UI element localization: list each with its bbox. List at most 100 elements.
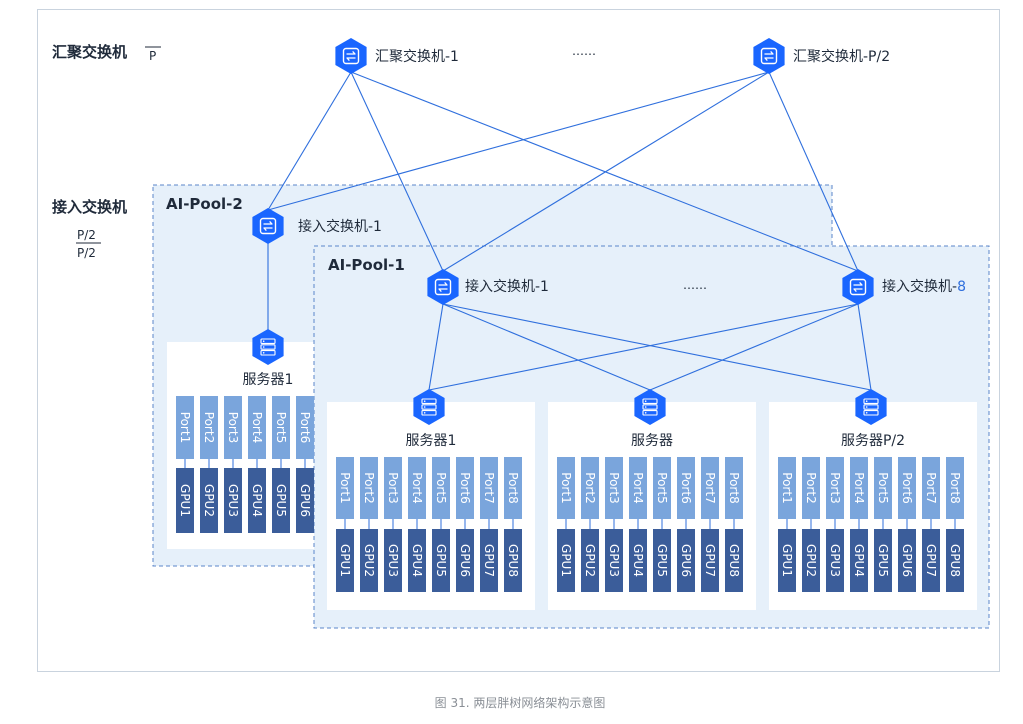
- pool1-s1-gpu-5: [432, 529, 450, 592]
- pool2-server-label: 服务器1: [243, 372, 294, 388]
- pool1-sp2-gpu-label-4: GPU4: [852, 544, 866, 577]
- pool1-smid-port-label-3: Port3: [607, 472, 621, 503]
- link: [442, 303, 651, 391]
- pool1-sp2-port-label-3: Port3: [828, 472, 842, 503]
- pool2-port-4: [248, 396, 266, 459]
- pool1-s1-port-label-7: Port7: [482, 472, 496, 503]
- pool1-s1-port-4: [408, 457, 426, 519]
- access-ratio-den: P/2: [77, 246, 96, 260]
- link: [442, 71, 770, 272]
- pool2-gpu-5: [272, 468, 290, 533]
- access-layer-title: 接入交换机: [52, 198, 127, 216]
- pool2-server-ports: Port1GPU1Port2GPU2Port3GPU3Port4GPU4Port…: [176, 396, 314, 533]
- pool1-s1-port-label-2: Port2: [362, 472, 376, 503]
- pool1-server-p2-ports: Port1GPU1Port2GPU2Port3GPU3Port4GPU4Port…: [778, 457, 964, 592]
- link: [428, 303, 444, 391]
- link: [267, 71, 770, 211]
- pool1-sp2-gpu-2: [802, 529, 820, 592]
- pool2-port-label-2: Port2: [202, 412, 216, 443]
- pool1-smid-port-label-6: Port6: [679, 472, 693, 503]
- pool1-s1-port-label-3: Port3: [386, 472, 400, 503]
- pool1-smid-port-6: [677, 457, 695, 519]
- link: [649, 303, 859, 391]
- pool1-s1-gpu-label-2: GPU2: [362, 544, 376, 577]
- pool1-sp2-port-4: [850, 457, 868, 519]
- pool1-smid-port-5: [653, 457, 671, 519]
- agg-layer-title: 汇聚交换机: [52, 43, 127, 61]
- pool1-s1-port-label-8: Port8: [506, 472, 520, 503]
- agg-switch-1-label: 汇聚交换机-1: [375, 48, 459, 65]
- pool2-gpu-label-1: GPU1: [178, 484, 192, 517]
- pool1-s1-port-label-1: Port1: [338, 472, 352, 503]
- link: [442, 303, 872, 391]
- pool1-s1-gpu-label-8: GPU8: [506, 544, 520, 577]
- pool1-server-1-ports: Port1GPU1Port2GPU2Port3GPU3Port4GPU4Port…: [336, 457, 522, 592]
- pool1-sp2-port-3: [826, 457, 844, 519]
- pool1-s1-port-label-5: Port5: [434, 472, 448, 503]
- agg-layer-ratio: P: [149, 49, 156, 63]
- pool1-sp2-gpu-6: [898, 529, 916, 592]
- pool1-s1-port-1: [336, 457, 354, 519]
- pool1-sp2-gpu-1: [778, 529, 796, 592]
- pool1-smid-port-label-2: Port2: [583, 472, 597, 503]
- pool2-gpu-label-5: GPU5: [274, 484, 288, 517]
- pool1-server-mid-ports: Port1GPU1Port2GPU2Port3GPU3Port4GPU4Port…: [557, 457, 743, 592]
- links: [267, 71, 872, 391]
- pool1-sp2-port-label-5: Port5: [876, 472, 890, 503]
- pool1-s1-gpu-1: [336, 529, 354, 592]
- pool1-sp2-gpu-label-1: GPU1: [780, 544, 794, 577]
- pool1-smid-gpu-label-5: GPU5: [655, 544, 669, 577]
- pool1-s1-port-8: [504, 457, 522, 519]
- pool2-port-3: [224, 396, 242, 459]
- pool2-port-1: [176, 396, 194, 459]
- pool1-s1-gpu-3: [384, 529, 402, 592]
- pool1-access-switch-8-num: 8: [957, 279, 966, 295]
- pool2-gpu-4: [248, 468, 266, 533]
- pool1-smid-gpu-label-6: GPU6: [679, 544, 693, 577]
- pool2-port-5: [272, 396, 290, 459]
- pool1-sp2-gpu-label-7: GPU7: [924, 544, 938, 577]
- pool2-access-switch-label: 接入交换机-1: [298, 218, 382, 235]
- pool2-port-label-6: Port6: [298, 412, 312, 443]
- pool1-sp2-port-5: [874, 457, 892, 519]
- pool1-access-switch-8-prefix: 接入交换机-: [882, 278, 957, 295]
- pool1-s1-port-3: [384, 457, 402, 519]
- pool1-sp2-gpu-label-3: GPU3: [828, 544, 842, 577]
- pool1-smid-gpu-label-4: GPU4: [631, 544, 645, 577]
- pool1-smid-gpu-3: [605, 529, 623, 592]
- pool1-s1-gpu-6: [456, 529, 474, 592]
- pool1-sp2-port-label-7: Port7: [924, 472, 938, 503]
- pool1-s1-gpu-label-7: GPU7: [482, 544, 496, 577]
- pool1-smid-gpu-8: [725, 529, 743, 592]
- pool1-smid-port-label-7: Port7: [703, 472, 717, 503]
- pool1-sp2-port-6: [898, 457, 916, 519]
- pool1-s1-gpu-label-3: GPU3: [386, 544, 400, 577]
- link: [428, 303, 859, 391]
- pool1-smid-port-label-8: Port8: [727, 472, 741, 503]
- figure-caption: 图 31. 两层胖树网络架构示意图: [435, 695, 606, 710]
- pool1-server-1-label: 服务器1: [406, 433, 457, 449]
- pool2-title: AI-Pool-2: [166, 195, 243, 213]
- pool1-sp2-gpu-8: [946, 529, 964, 592]
- pool1-sp2-gpu-5: [874, 529, 892, 592]
- pool1-s1-port-label-4: Port4: [410, 472, 424, 503]
- pool1-s1-port-2: [360, 457, 378, 519]
- pool1-s1-port-7: [480, 457, 498, 519]
- pool2-port-label-3: Port3: [226, 412, 240, 443]
- pool1-smid-port-1: [557, 457, 575, 519]
- pool2-gpu-label-2: GPU2: [202, 484, 216, 517]
- link: [768, 71, 859, 272]
- pool1-smid-port-7: [701, 457, 719, 519]
- pool1-smid-gpu-2: [581, 529, 599, 592]
- pool1-s1-gpu-8: [504, 529, 522, 592]
- pool1-sp2-gpu-3: [826, 529, 844, 592]
- pool1-access-switch-8-label: 接入交换机-8: [882, 278, 966, 295]
- pool1-sp2-port-2: [802, 457, 820, 519]
- pool1-smid-gpu-label-3: GPU3: [607, 544, 621, 577]
- pool2-gpu-1: [176, 468, 194, 533]
- pool1-sp2-gpu-label-6: GPU6: [900, 544, 914, 577]
- pool1-smid-port-8: [725, 457, 743, 519]
- pool1-s1-gpu-4: [408, 529, 426, 592]
- access-ratio-num: P/2: [77, 228, 96, 242]
